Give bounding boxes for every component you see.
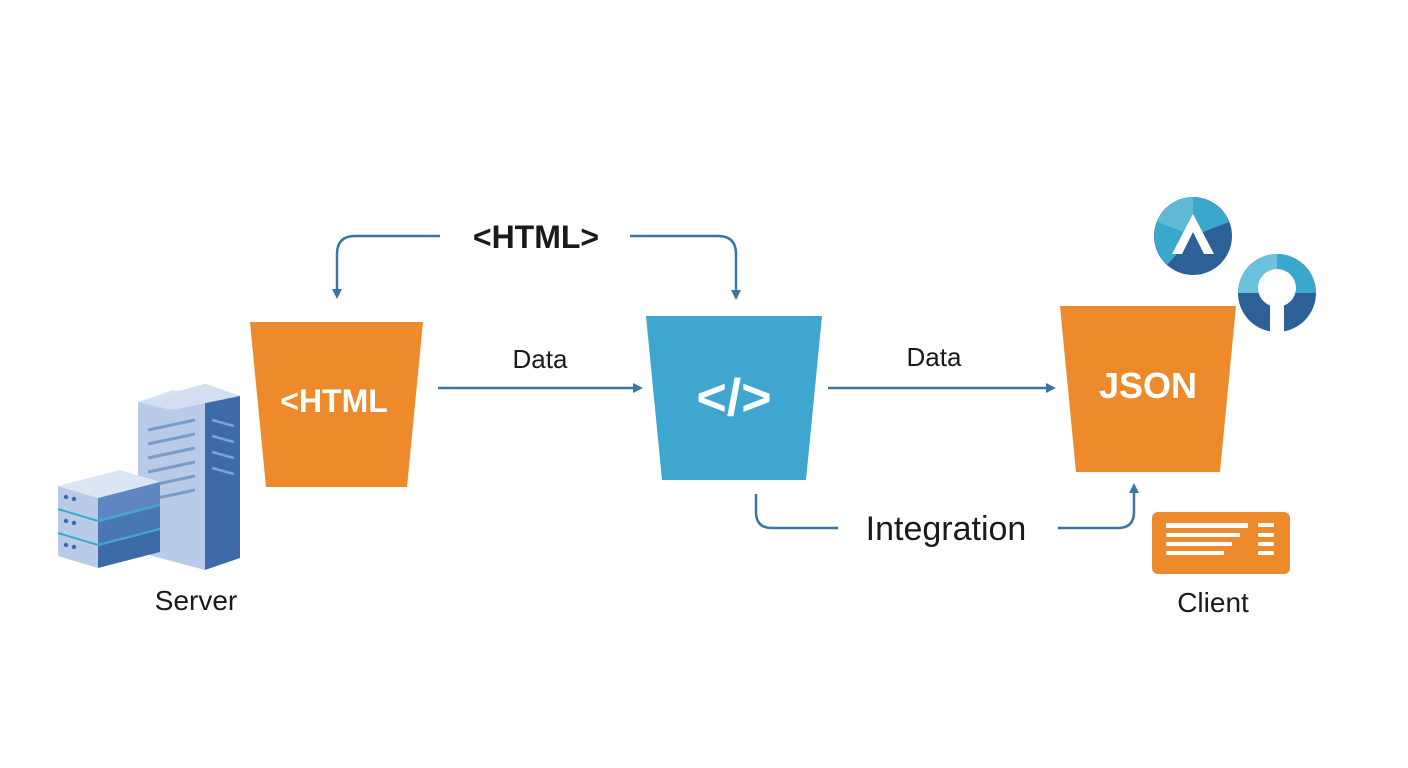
json-box	[1060, 306, 1236, 472]
triangle-badge-icon	[1154, 197, 1232, 275]
code-box	[646, 316, 822, 480]
top-loop-arrow-left	[332, 234, 440, 299]
html-box	[250, 322, 423, 487]
html-box-label: <HTML	[280, 383, 388, 419]
ring-badge-icon	[1238, 254, 1316, 334]
data-label-left: Data	[513, 344, 568, 374]
client-card-icon	[1152, 512, 1290, 574]
integration-arrow-right	[1058, 483, 1139, 530]
integration-arrow-left	[754, 494, 838, 530]
integration-label: Integration	[866, 510, 1027, 548]
client-label: Client	[1177, 587, 1249, 618]
code-box-label: </>	[696, 369, 771, 427]
json-box-label: JSON	[1099, 365, 1197, 406]
server-label: Server	[155, 585, 237, 616]
data-label-right: Data	[907, 342, 962, 372]
top-loop-arrow-right	[630, 234, 741, 300]
server-icon	[57, 384, 240, 570]
top-html-label: <HTML>	[473, 219, 599, 255]
